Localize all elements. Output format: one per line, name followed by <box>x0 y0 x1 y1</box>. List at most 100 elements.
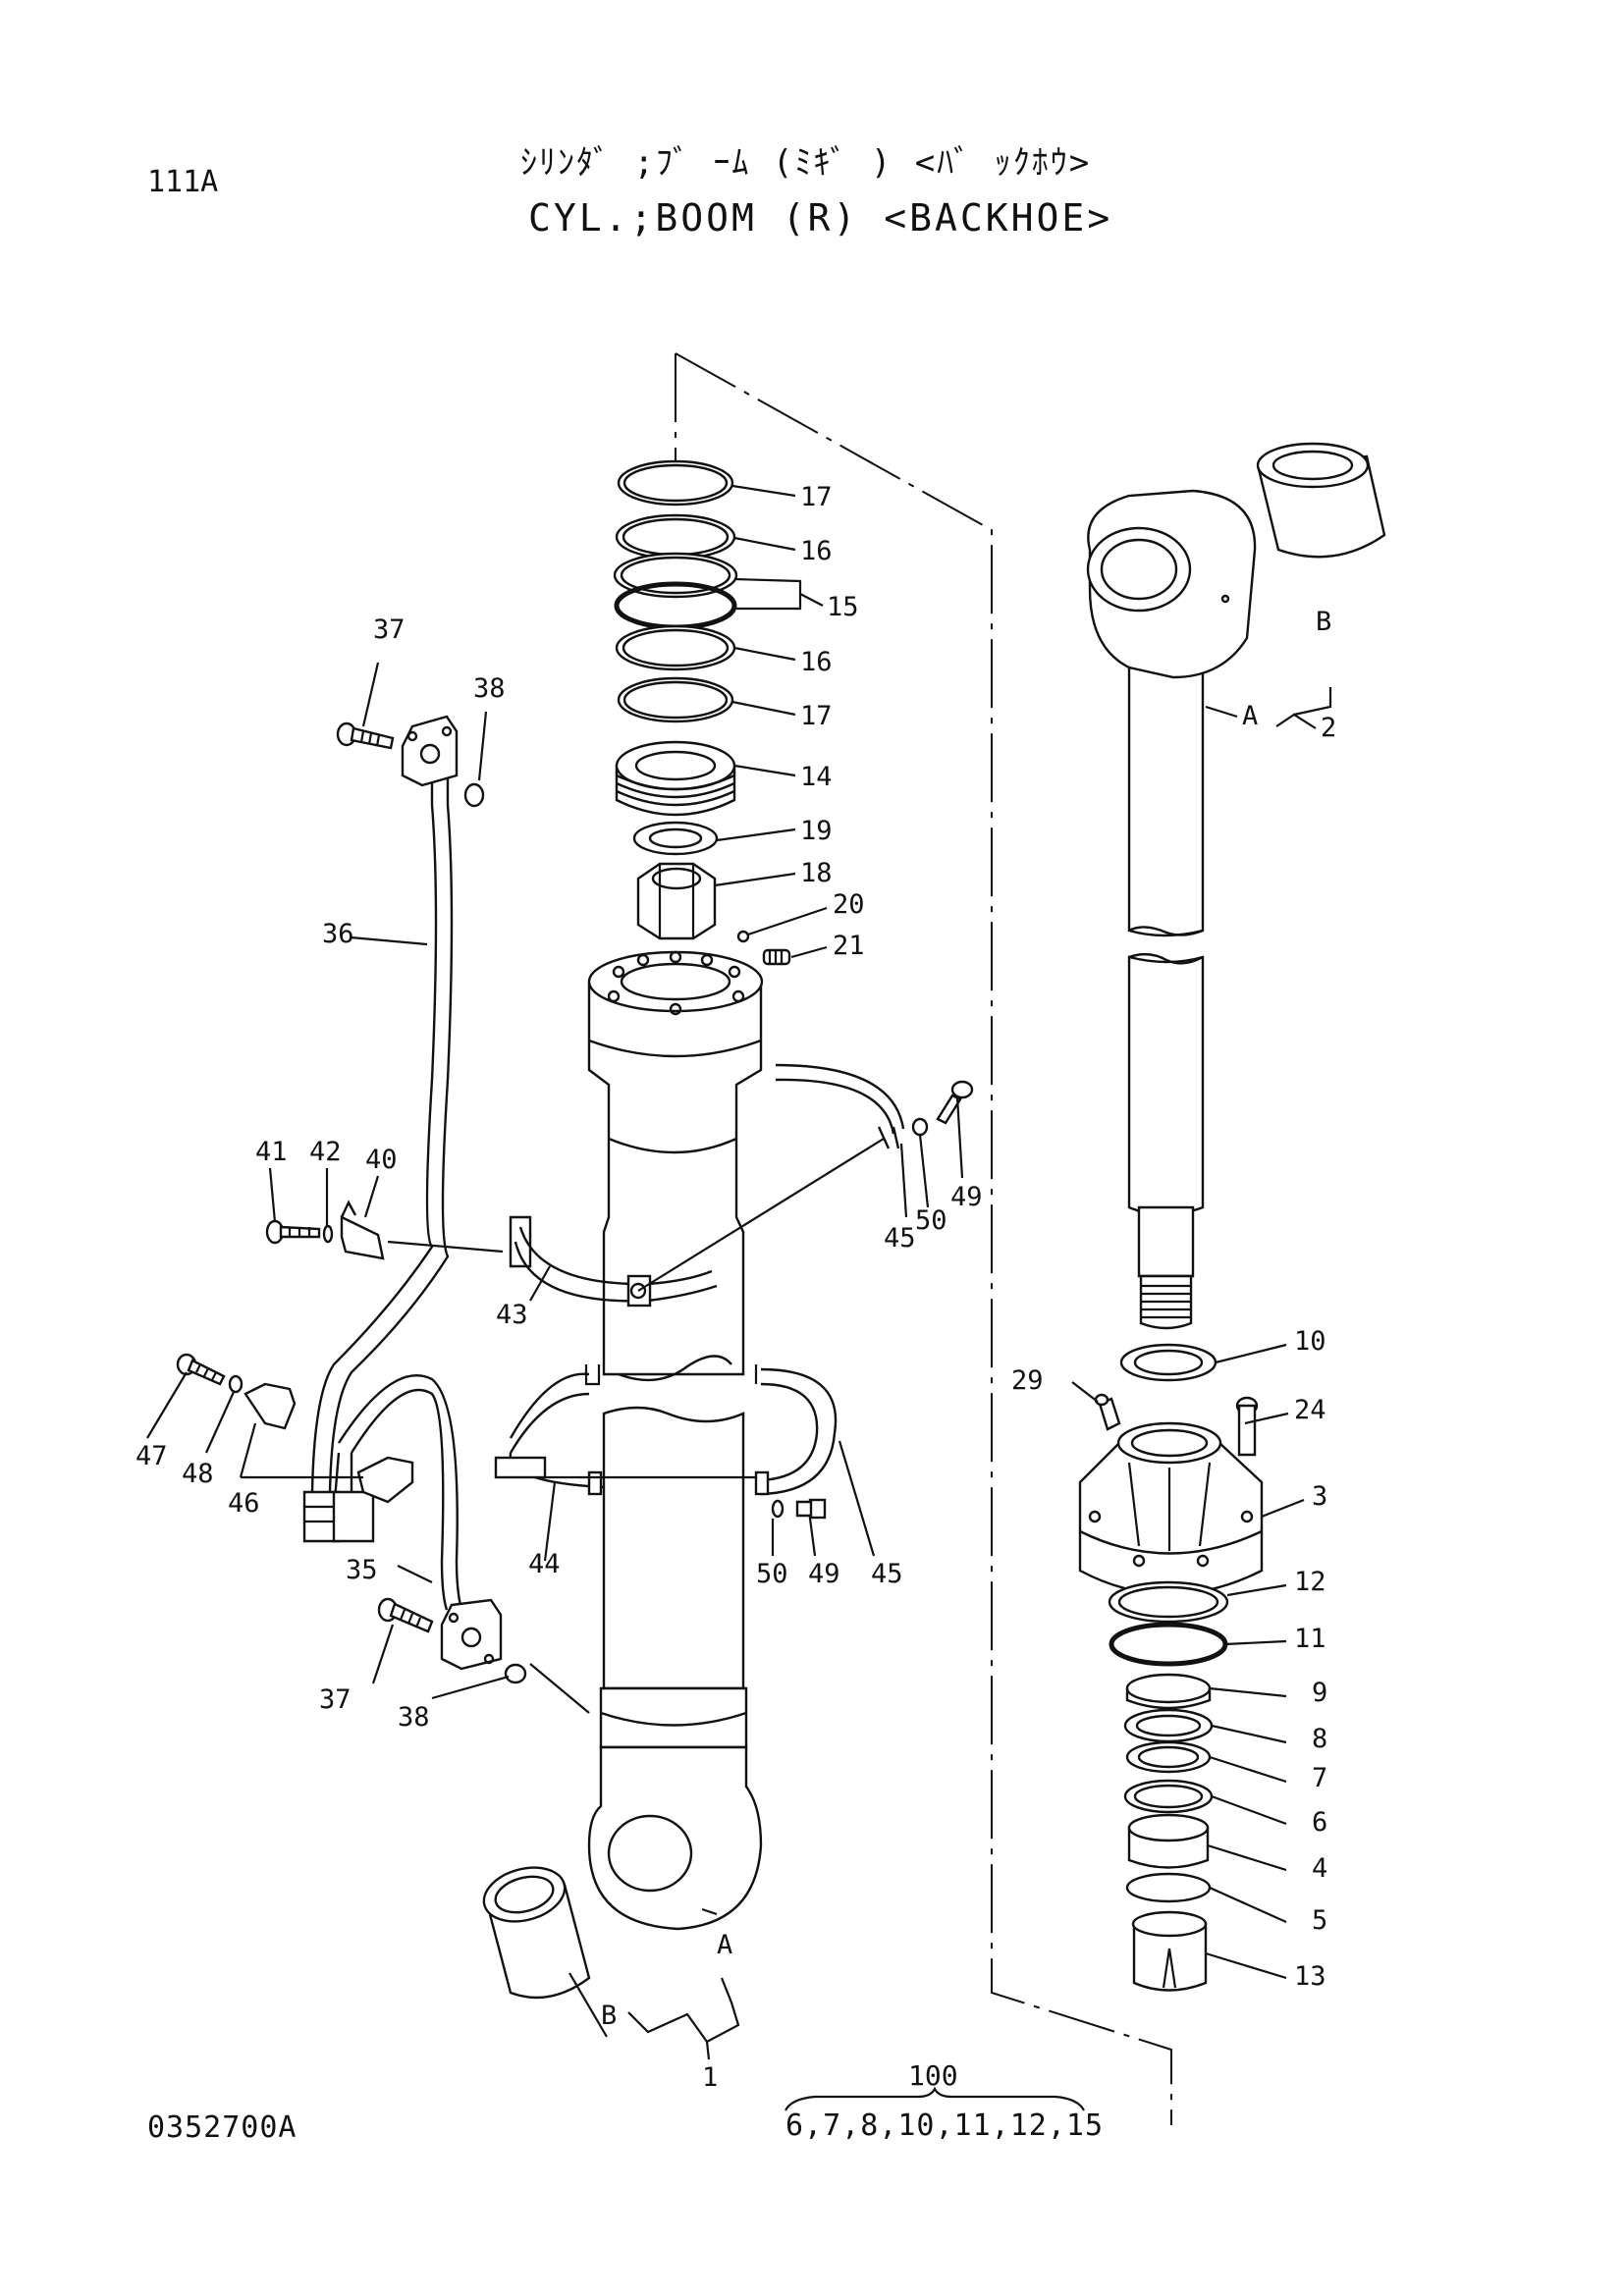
drawing-code: 0352700A <box>147 2110 298 2145</box>
seal-ring-16-top <box>615 513 736 561</box>
backup-ring-12 <box>1108 1580 1229 1624</box>
cylinder-tube <box>587 950 764 1931</box>
seal-8 <box>1123 1708 1214 1743</box>
snap-ring-5 <box>1125 1872 1212 1903</box>
callout-24: 24 <box>1294 1395 1326 1425</box>
callout-49-lower: 49 <box>808 1559 840 1589</box>
pipe-35 <box>332 1374 463 1611</box>
bolt-49-right <box>936 1080 974 1125</box>
clamp-46-b <box>356 1456 414 1504</box>
callout-16-top: 16 <box>800 536 833 566</box>
leader-lines <box>146 484 1332 2060</box>
callout-a-lower: A <box>717 1930 732 1960</box>
seal-9 <box>1125 1673 1212 1710</box>
callout-48: 48 <box>182 1459 214 1489</box>
callout-9: 9 <box>1312 1678 1327 1708</box>
callout-44: 44 <box>528 1549 561 1579</box>
piston-14 <box>615 740 736 817</box>
ball-20 <box>736 930 750 943</box>
callout-47: 47 <box>135 1441 168 1471</box>
bushing-b-upper <box>1256 442 1386 559</box>
callout-49-upper: 49 <box>950 1182 983 1212</box>
callout-15: 15 <box>827 592 859 622</box>
callout-19: 19 <box>800 816 833 846</box>
callout-38-upper: 38 <box>473 673 506 704</box>
bolt-24 <box>1235 1396 1259 1457</box>
callout-11: 11 <box>1294 1624 1326 1654</box>
band-clamp-lower <box>494 1364 838 1496</box>
callout-16-bottom: 16 <box>800 647 833 677</box>
set-code: 100 <box>908 2059 958 2092</box>
wiper-ring-10 <box>1119 1343 1217 1382</box>
washer-50-mid <box>771 1499 784 1519</box>
seal-ring-15-pair <box>613 552 738 630</box>
callout-21: 21 <box>833 931 865 961</box>
bolt-47 <box>176 1353 226 1386</box>
seal-ring-16-bottom <box>615 624 736 671</box>
callout-b-lower: B <box>601 2001 617 2031</box>
callout-13: 13 <box>1294 1961 1326 1992</box>
washer-50-right <box>911 1117 929 1137</box>
o-ring-38-upper <box>463 782 485 808</box>
callout-a-upper: A <box>1242 701 1258 731</box>
callout-46: 46 <box>228 1488 260 1519</box>
page-number: 111A <box>147 165 219 199</box>
o-ring-38-lower <box>504 1663 527 1684</box>
callout-20: 20 <box>833 889 865 920</box>
set-parts-list: 6,7,8,10,11,12,15 <box>785 2109 1105 2143</box>
seal-6 <box>1123 1779 1214 1814</box>
explode-guide-line <box>675 352 1172 2125</box>
callout-35: 35 <box>346 1555 378 1585</box>
bushing-4 <box>1127 1813 1210 1869</box>
set-screw-21 <box>762 948 791 966</box>
pipe-flange-upper <box>401 715 459 787</box>
bolt-49-mid <box>795 1498 827 1520</box>
callout-45-upper: 45 <box>884 1223 916 1254</box>
pipe-flange-lower <box>440 1598 503 1671</box>
title-japanese: ｼﾘﾝﾀﾞ ;ﾌﾞ ｰﾑ (ﾐｷﾞ ) <ﾊﾞ ｯｸﾎｳ> <box>520 143 1092 183</box>
pipe-36 <box>302 746 454 1543</box>
callout-5: 5 <box>1312 1905 1327 1936</box>
bushing-b-lower <box>482 1866 591 2000</box>
callout-b-upper: B <box>1316 607 1331 637</box>
callout-7: 7 <box>1312 1763 1327 1793</box>
rod-cover-3 <box>1078 1421 1264 1596</box>
title-english: CYL.;BOOM (R) <BACKHOE> <box>528 196 1113 240</box>
callout-8: 8 <box>1312 1724 1327 1754</box>
callout-29: 29 <box>1011 1365 1044 1396</box>
seal-ring-17-top <box>617 459 734 507</box>
callout-2: 2 <box>1321 713 1336 743</box>
callout-50-lower: 50 <box>756 1559 788 1589</box>
bolt-41 <box>265 1219 321 1245</box>
callout-17-top: 17 <box>800 482 833 512</box>
callout-18: 18 <box>800 858 833 888</box>
clamp-46-a <box>243 1382 297 1430</box>
seal-ring-17-bottom <box>617 676 734 723</box>
callout-14: 14 <box>800 762 833 792</box>
callout-37-upper: 37 <box>373 614 406 645</box>
rod-eye <box>1086 489 1257 679</box>
washer-42 <box>322 1224 334 1244</box>
clip-40 <box>340 1200 385 1260</box>
callout-6: 6 <box>1312 1807 1327 1838</box>
set-bracket <box>784 2086 1085 2111</box>
callout-42: 42 <box>309 1137 342 1167</box>
callout-3: 3 <box>1312 1481 1327 1512</box>
callout-40: 40 <box>365 1145 398 1175</box>
callout-37-lower: 37 <box>319 1684 352 1715</box>
callout-4: 4 <box>1312 1853 1327 1884</box>
o-ring-11 <box>1109 1622 1228 1667</box>
callout-12: 12 <box>1294 1567 1326 1597</box>
callout-43: 43 <box>496 1300 528 1330</box>
bolt-37-upper <box>336 721 395 750</box>
callout-10: 10 <box>1294 1326 1326 1357</box>
seal-7 <box>1125 1740 1212 1774</box>
washer-19 <box>632 821 719 856</box>
bolt-37-lower <box>377 1597 434 1633</box>
callout-45-lower: 45 <box>871 1559 903 1589</box>
washer-48 <box>228 1374 243 1394</box>
grease-nipple-29 <box>1094 1393 1121 1431</box>
callout-50-upper: 50 <box>915 1205 947 1236</box>
callout-41: 41 <box>255 1137 288 1167</box>
